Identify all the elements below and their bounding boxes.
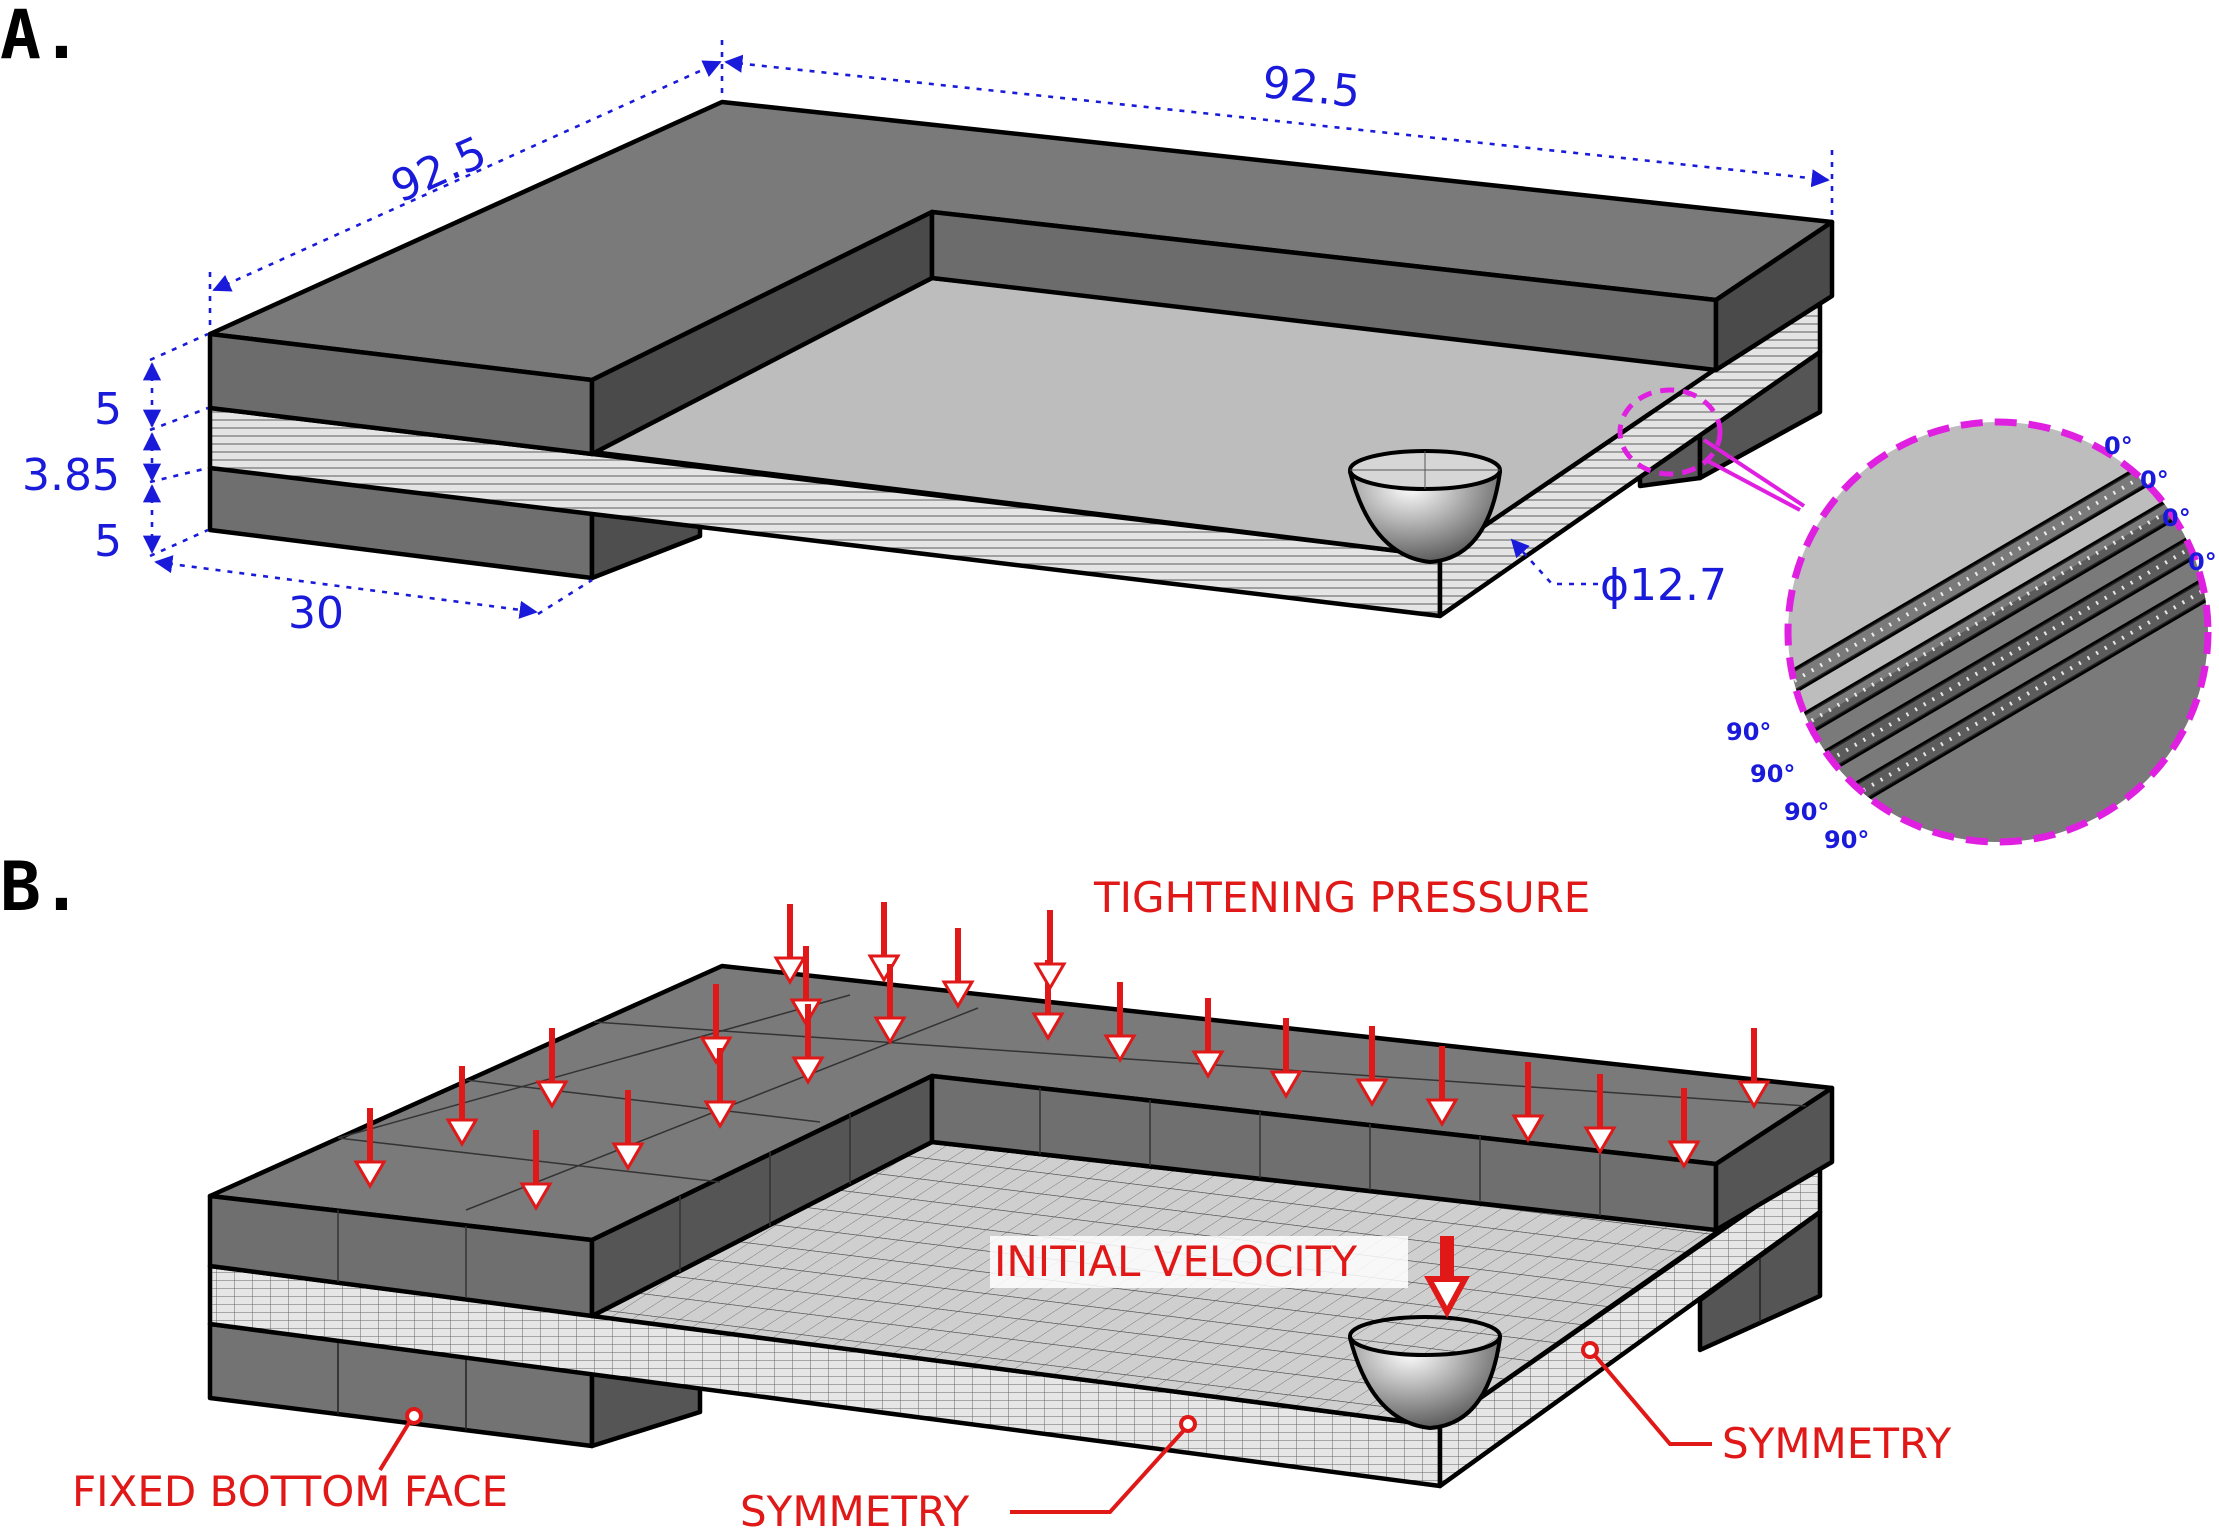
pressure-arrow	[941, 928, 975, 1009]
zoom-circle-border	[1784, 418, 2212, 846]
ply-angle-0-2: 0°	[2140, 466, 2169, 494]
initial-velocity-label-bg	[990, 1236, 1408, 1288]
bc-leaders	[378, 1341, 1712, 1514]
pressure-arrow	[1583, 1074, 1617, 1155]
fixed-bottom-face-label: FIXED BOTTOM FACE	[72, 1467, 508, 1516]
zoom-detail	[1788, 422, 2208, 842]
pressure-arrow	[791, 1004, 825, 1085]
pressure-arrow	[1103, 982, 1137, 1063]
ply-angle-90-2: 90°	[1750, 760, 1795, 788]
tightening-pressure-label: TIGHTENING PRESSURE	[1093, 873, 1590, 922]
pressure-arrow	[773, 904, 807, 985]
dimension-lines	[142, 40, 1834, 619]
mesh-top-plate-grid	[337, 994, 1807, 1298]
pressure-arrow	[353, 1108, 387, 1189]
pressure-arrow	[867, 902, 901, 983]
panel-a-label: A.	[0, 0, 82, 75]
mesh-top-plate-right	[1713, 1085, 1835, 1233]
ply-angle-90-4: 90°	[1824, 826, 1869, 854]
ply-angle-90-3: 90°	[1784, 798, 1829, 826]
dim-impactor-diameter: ϕ12.7	[1600, 560, 1727, 611]
pressure-arrow	[1425, 1046, 1459, 1127]
pressure-arrow	[519, 1130, 553, 1211]
dim-laminate-thickness: 3.85	[22, 450, 120, 501]
pressure-arrow	[1033, 910, 1067, 991]
mesh-impactor	[1347, 1315, 1503, 1431]
mesh-bottom-grid	[337, 1256, 1761, 1430]
pressure-arrow	[1269, 1018, 1303, 1099]
zoom-leader-line	[1702, 438, 1806, 508]
dim-bottom-plate-thickness: 5	[94, 516, 122, 567]
symmetry-front-label: SYMMETRY	[740, 1487, 969, 1528]
ply-angle-labels: 0° 0° 0° 0° 90° 90° 90° 90°	[1726, 432, 2217, 854]
impactor-hemisphere	[1347, 449, 1503, 565]
pressure-arrow	[1355, 1026, 1389, 1107]
ply-angle-0-4: 0°	[2188, 548, 2217, 576]
ply-angle-90-1: 90°	[1726, 718, 1771, 746]
symmetry-side-label: SYMMETRY	[1722, 1419, 1951, 1468]
dimension-labels: 92.5 92.5 5 3.85 5 30 ϕ12.7	[22, 57, 1727, 639]
pressure-arrow	[1667, 1088, 1701, 1169]
initial-velocity-label: INITIAL VELOCITY	[994, 1237, 1357, 1286]
pressure-arrow	[1031, 960, 1065, 1041]
initial-velocity-arrow	[1424, 1236, 1470, 1318]
pressure-arrow	[535, 1028, 569, 1109]
top-plate-right-side	[1713, 219, 1835, 373]
ply-angle-0-3: 0°	[2162, 504, 2191, 532]
pressure-arrow	[1191, 998, 1225, 1079]
dim-top-length: 92.5	[1260, 57, 1363, 118]
dim-left-length: 92.5	[384, 127, 494, 213]
zoom-leader-line	[1705, 458, 1801, 512]
boundary-condition-labels: TIGHTENING PRESSURE INITIAL VELOCITY FIX…	[72, 873, 1951, 1528]
pressure-arrow	[1511, 1062, 1545, 1143]
ply-angle-0-1: 0°	[2104, 432, 2133, 460]
pressure-arrow	[611, 1090, 645, 1171]
dim-clamp-width: 30	[288, 588, 344, 639]
pressure-arrow	[445, 1066, 479, 1147]
pressure-arrow	[1737, 1028, 1771, 1109]
panel-b-label: B.	[0, 848, 82, 927]
tightening-pressure-arrows	[353, 902, 1771, 1211]
zoom-source-circle	[1617, 387, 1723, 477]
panel-a-model	[207, 99, 2212, 846]
panel-b-model	[207, 963, 1835, 1489]
dim-top-plate-thickness: 5	[94, 384, 122, 435]
pressure-arrow	[873, 964, 907, 1045]
pressure-arrow	[703, 1048, 737, 1129]
